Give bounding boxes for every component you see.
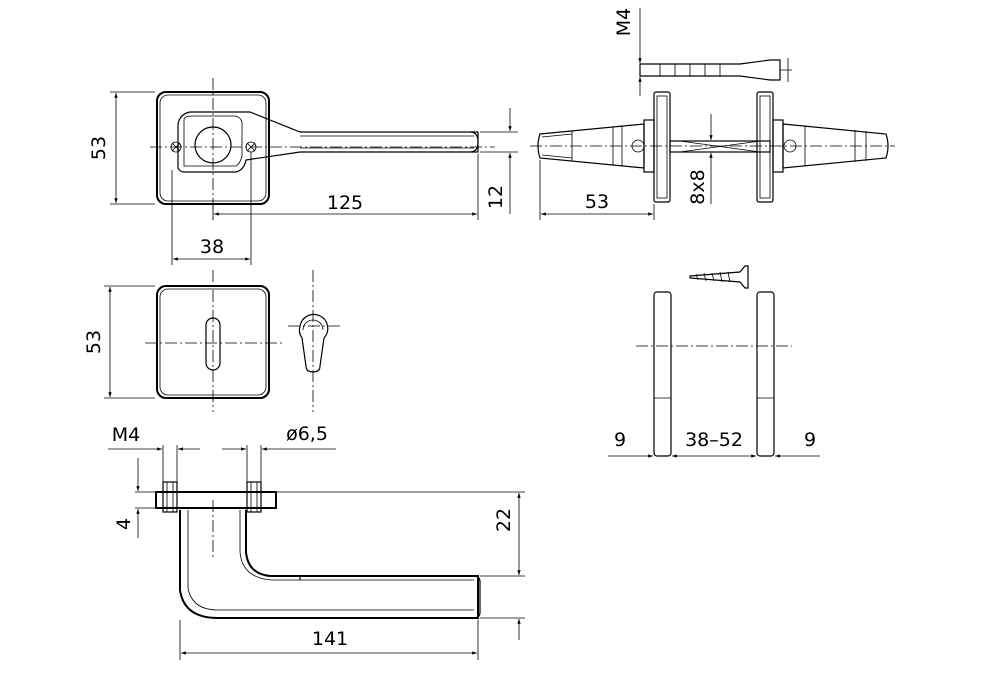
dim-m4-top-label: M4 xyxy=(613,8,635,36)
wood-screw xyxy=(689,265,749,289)
rose-base-plate xyxy=(155,491,277,509)
dimension-12: 12 xyxy=(480,108,518,214)
screw-m4-top: M4 xyxy=(613,8,792,96)
side-view-assembly xyxy=(530,91,895,203)
front-view-lever xyxy=(150,78,495,220)
dim-125-label: 125 xyxy=(327,192,363,214)
dim-141-label: 141 xyxy=(312,628,348,650)
dimension-53-rose: 53 xyxy=(83,285,155,399)
dimension-8x8: 8x8 xyxy=(687,114,713,205)
dim-9-right-label: 9 xyxy=(804,429,816,451)
dim-53-rose-label: 53 xyxy=(83,330,105,354)
dimension-phi-6-5: ø6,5 xyxy=(222,423,336,482)
dim-9-left-label: 9 xyxy=(614,429,626,451)
dim-53-side-label: 53 xyxy=(585,191,609,213)
euro-cylinder-profile xyxy=(298,313,329,373)
dimension-141: 141 xyxy=(179,620,479,660)
dimension-53-side: 53 xyxy=(539,160,655,220)
dimension-53-front: 53 xyxy=(88,91,155,205)
dim-38-52-label: 38–52 xyxy=(685,429,743,451)
dim-8x8-label: 8x8 xyxy=(687,169,709,204)
dimension-38: 38 xyxy=(171,152,252,265)
dim-phi-6-5-label: ø6,5 xyxy=(286,423,328,445)
dim-m4-bottom-label: M4 xyxy=(112,424,140,446)
dimension-22: 22 xyxy=(276,491,525,640)
door-thickness-view xyxy=(636,265,792,457)
dim-12-label: 12 xyxy=(485,185,507,209)
dimension-125: 125 xyxy=(212,154,479,220)
dim-53-front-label: 53 xyxy=(88,136,110,160)
dim-4-label: 4 xyxy=(113,518,135,530)
dim-22-label: 22 xyxy=(493,508,515,532)
dim-38-label: 38 xyxy=(200,236,224,258)
key-rose-view xyxy=(145,270,340,412)
lever-profile-view xyxy=(135,458,481,619)
dimension-m4-bottom: M4 xyxy=(108,424,200,482)
dimension-9-38-52-9: 9 38–52 9 xyxy=(608,429,820,458)
